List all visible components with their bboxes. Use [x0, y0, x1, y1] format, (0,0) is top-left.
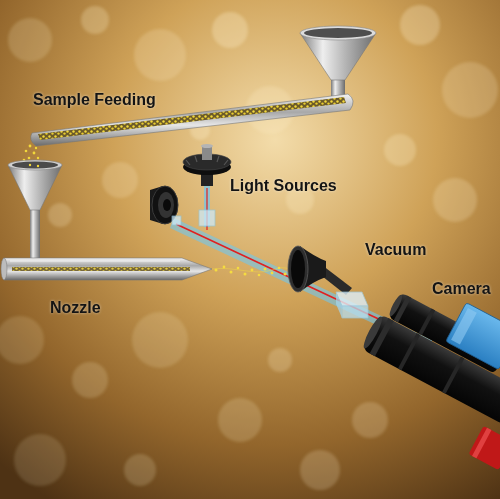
top-light-source	[183, 144, 231, 226]
funnel-mouth	[304, 28, 372, 38]
glass-cube	[199, 210, 215, 226]
part-label: Nozzle	[50, 298, 101, 317]
funnel-mouth	[12, 162, 58, 169]
part-label: Camera	[432, 279, 491, 298]
light-lens	[158, 192, 174, 218]
part-label: Vacuum	[365, 240, 426, 259]
nozzle-body	[4, 258, 212, 280]
nozzle-particles	[12, 267, 190, 271]
nozzle-stem	[30, 208, 40, 260]
funnel-rim	[300, 26, 376, 40]
vacuum-inlet	[288, 246, 352, 295]
bokeh-lights	[0, 5, 498, 490]
part-label: Light Sources	[230, 176, 337, 195]
glass-cube	[172, 216, 181, 225]
funnel-rim	[8, 160, 62, 170]
particle-stream	[212, 266, 300, 277]
nozzle-cap	[1, 258, 7, 280]
beam-splitter	[336, 292, 368, 318]
nozzle-funnel	[8, 165, 62, 210]
light-knob	[202, 146, 212, 160]
vacuum-mouth	[288, 246, 308, 292]
falling-particles	[23, 145, 40, 162]
part-label: Sample Feeding	[33, 90, 156, 109]
nozzle-assembly	[1, 160, 212, 280]
side-light-source	[150, 186, 181, 225]
camera-body	[446, 303, 500, 370]
sample-feeder	[31, 26, 376, 146]
camera-ring	[468, 426, 500, 470]
